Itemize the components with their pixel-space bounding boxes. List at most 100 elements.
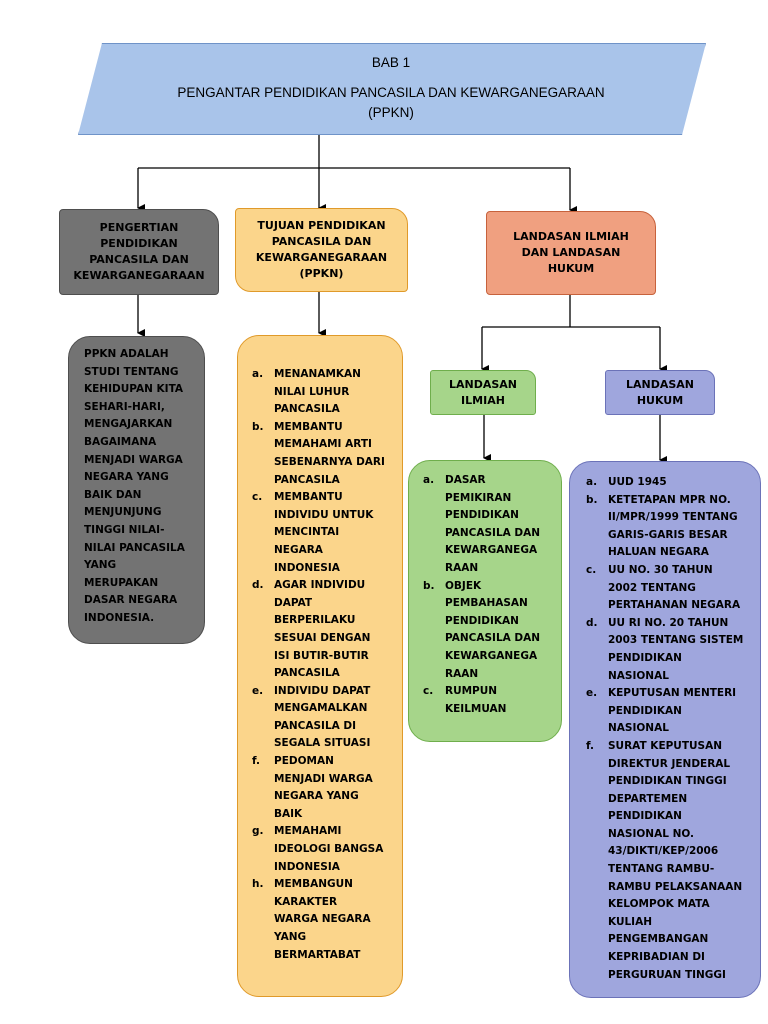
pengertian-line: MENJUNJUNG (84, 506, 162, 519)
tujuan-item-marker: c. (252, 491, 263, 504)
ilmiah-item-line: PEMBAHASAN (445, 597, 528, 610)
tujuan-header-line: PANCASILA DAN (271, 235, 372, 248)
hukum-item-line: NASIONAL (608, 669, 669, 682)
pengertian-line: KEHIDUPAN KITA (84, 383, 184, 396)
tujuan-item-marker: e. (252, 684, 264, 697)
ilmiah-item-line: PENDIDIKAN (445, 509, 519, 522)
hukum-item-text: UUD 1945 (608, 474, 756, 492)
ilmiah-header-line: ILMIAH (461, 393, 505, 407)
ilmiah-item-line: PENDIDIKAN (445, 614, 519, 627)
tujuan-item-line: PANCASILA (274, 473, 340, 486)
hukum-item-line: 2003 TENTANG SISTEM (608, 634, 744, 647)
tujuan-item-line: YANG (274, 931, 307, 943)
tujuan-item-marker: b. (252, 420, 264, 433)
hukum-header-line: HUKUM (636, 393, 684, 407)
tujuan-item-line: SEGALA SITUASI (274, 737, 371, 750)
tujuan-item-text: MENANAMKAN NILAI LUHUR PANCASILA (274, 366, 398, 419)
ilmiah-item-line: OBJEK (445, 579, 482, 592)
hukum-item-line: PENDIDIKAN (608, 810, 682, 823)
hukum-item-line: PERTAHANAN NEGARA (608, 599, 741, 612)
pengertian-line: MENJADI WARGA (84, 453, 183, 466)
hukum-item-line: NASIONAL (608, 722, 669, 735)
hukum-item-line: 43/DIKTI/KEP/2006 (608, 845, 719, 858)
tujuan-item-line: INDONESIA (274, 561, 340, 574)
ilmiah-item-marker: b. (423, 579, 435, 592)
ilmiah-item-line: RAAN (445, 667, 479, 680)
pengertian-line: SEHARI-HARI, (84, 400, 165, 413)
hukum-item-line: KEPUTUSAN MENTERI (608, 687, 737, 700)
landasan-header-line: LANDASAN ILMIAH (513, 230, 629, 243)
hukum-item-line: UU RI NO. 20 TAHUN (608, 616, 729, 629)
ilmiah-header: LANDASAN ILMIAH (430, 370, 536, 415)
tujuan-item-line: MEMBANTU (274, 491, 343, 504)
tujuan-item-line: MEMBANTU (274, 420, 343, 433)
chapter-title-abbrev: (PPKN) (368, 105, 414, 120)
landasan-header: LANDASAN ILMIAH DAN LANDASAN HUKUM (486, 211, 656, 295)
tujuan-item-line: PANCASILA DI (274, 719, 357, 732)
tujuan-item-line: MENGAMALKAN (274, 702, 368, 715)
pengertian-line: BAGAIMANA (84, 435, 157, 448)
chapter-title: PENGANTAR PENDIDIKAN PANCASILA DAN KEWAR… (177, 85, 605, 100)
hukum-item-line: PENDIDIKAN (608, 704, 682, 717)
ilmiah-item-line: RAAN (445, 561, 479, 574)
hukum-item-line: KETETAPAN MPR NO. (608, 493, 731, 506)
pengertian-header-line: PENDIDIKAN (100, 237, 178, 250)
tujuan-item-line: ISI BUTIR-BUTIR (274, 649, 369, 662)
landasan-header-line: DAN LANDASAN (521, 246, 621, 259)
hukum-header-line: LANDASAN (625, 377, 694, 391)
hukum-item-line: PERGURUAN TINGGI (608, 968, 726, 981)
hukum-item-marker: f. (586, 739, 594, 752)
hukum-item-line: 2002 TENTANG (608, 581, 696, 594)
tujuan-header-line: TUJUAN PENDIDIKAN (257, 219, 386, 232)
tujuan-item-line: NILAI LUHUR (274, 385, 350, 398)
ilmiah-item-line: PEMIKIRAN (445, 491, 512, 504)
tujuan-item-line: PANCASILA (274, 403, 340, 416)
hukum-item-text: KEPUTUSAN MENTERI PENDIDIKAN NASIONAL (608, 685, 756, 738)
tujuan-header-line: (PPKN) (299, 267, 344, 280)
hukum-item-marker: b. (586, 493, 598, 506)
ilmiah-item-marker: a. (423, 474, 435, 486)
title-banner (78, 43, 706, 135)
pengertian-header-line: KEWARGANEGARAAN (73, 269, 205, 282)
tujuan-item-marker: f. (252, 755, 260, 768)
hukum-item-marker: d. (586, 616, 598, 629)
pengertian-header-line: PANCASILA DAN (89, 253, 189, 266)
pengertian-line: NILAI PANCASILA (84, 541, 185, 554)
tujuan-item-line: IDEOLOGI BANGSA (274, 843, 384, 856)
pengertian-line: YANG (84, 559, 117, 572)
pengertian-line: MERUPAKAN (84, 576, 159, 589)
hukum-header: LANDASAN HUKUM (605, 370, 715, 415)
hukum-item-marker: e. (586, 687, 598, 700)
title-block: BAB 1 PENGANTAR PENDIDIKAN PANCASILA DAN… (78, 43, 704, 133)
tujuan-item-line: MENANAMKAN (274, 368, 361, 380)
hukum-item-marker: a. (586, 476, 598, 488)
tujuan-item-line: PEDOMAN (274, 755, 334, 768)
hukum-item-line: UUD 1945 (608, 476, 667, 488)
tujuan-item-line: MENJADI WARGA (274, 772, 373, 785)
hukum-item-line: GARIS-GARIS BESAR (608, 528, 728, 541)
tujuan-item-line: AGAR INDIVIDU (274, 579, 366, 592)
tujuan-item-line: INDONESIA (274, 860, 340, 873)
tujuan-item-line: NEGARA YANG (274, 790, 359, 803)
ilmiah-item-line: RUMPUN (445, 685, 498, 698)
hukum-item-line: TENTANG RAMBU- (608, 863, 715, 876)
hukum-item: e. KEPUTUSAN MENTERI PENDIDIKAN NASIONAL (586, 685, 756, 738)
pengertian-body: PPKN ADALAH STUDI TENTANG KEHIDUPAN KITA… (68, 336, 205, 644)
